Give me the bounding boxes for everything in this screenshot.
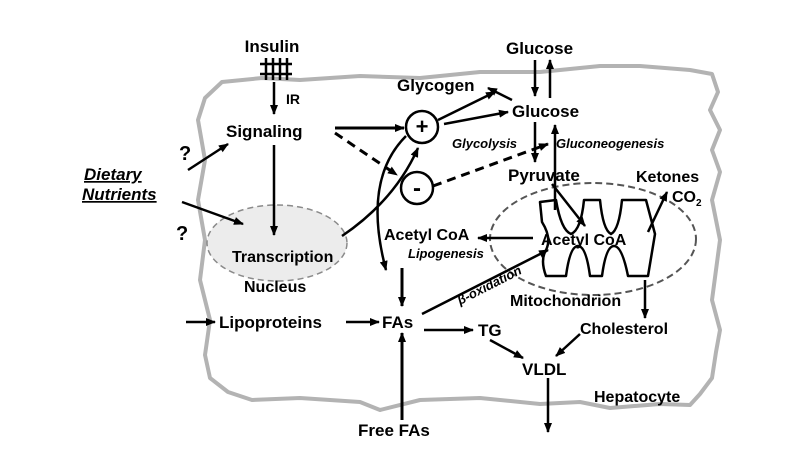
- arrow-nutrients-to-signaling: [187, 142, 229, 172]
- signaling-label: Signaling: [226, 122, 303, 141]
- minus-sign: -: [413, 175, 421, 202]
- arrow-nutrients-to-transcription: [181, 200, 244, 226]
- pyruvate-label: Pyruvate: [508, 166, 580, 185]
- glycogen-label: Glycogen: [397, 76, 474, 95]
- insulin-label: Insulin: [245, 37, 300, 56]
- plus-sign: +: [416, 114, 429, 139]
- transcription-label: Transcription: [232, 249, 333, 266]
- arrow-plus-to-glycogen: [437, 90, 496, 122]
- arrow-plus-to-glucose: [443, 109, 509, 126]
- free-fas-label: Free FAs: [358, 421, 430, 440]
- arrow-plus-to-fas: [376, 135, 407, 271]
- arrow-mito-to-ketones: [646, 191, 669, 233]
- co2-label: CO2: [672, 189, 702, 209]
- tg-label: TG: [478, 321, 502, 340]
- arrow-pyruvate-to-acetylcoa: [551, 183, 586, 227]
- insulin-receptor-icon: [260, 58, 292, 80]
- glucose-external-label: Glucose: [506, 39, 573, 58]
- dietary-label: Dietary: [84, 165, 143, 184]
- question-mark-1: ?: [179, 143, 191, 165]
- cell-membrane: [196, 64, 722, 412]
- arrow-beta-oxidation: [421, 248, 549, 316]
- plus-circle-icon: [404, 109, 440, 145]
- arrows: [181, 59, 669, 433]
- arrow-cholesterol-to-vldl: [555, 333, 581, 357]
- nucleus-shape: [206, 204, 348, 282]
- arrow-signaling-to-minus: [334, 131, 398, 177]
- vldl-label: VLDL: [522, 360, 566, 379]
- question-mark-2: ?: [176, 223, 188, 245]
- fas-label: FAs: [382, 313, 413, 332]
- lipoproteins-label: Lipoproteins: [219, 313, 322, 332]
- mitochondrion-label: Mitochondrion: [510, 293, 621, 310]
- arrow-transcription-to-plus: [341, 147, 420, 238]
- gluconeogenesis-label: Gluconeogenesis: [556, 136, 664, 151]
- ketones-label: Ketones: [636, 169, 699, 186]
- glycolysis-label: Glycolysis: [452, 136, 517, 151]
- acetyl-coa-left-label: Acetyl CoA: [384, 227, 470, 244]
- cholesterol-label: Cholesterol: [580, 321, 668, 338]
- arrow-tg-to-vldl: [489, 338, 524, 360]
- minus-circle-icon: [399, 170, 435, 206]
- arrow-glucose-to-glycogen: [487, 86, 513, 102]
- lipogenesis-label: Lipogenesis: [408, 246, 484, 261]
- hepatocyte-label: Hepatocyte: [594, 389, 680, 406]
- nutrients-label: Nutrients: [82, 185, 157, 204]
- mitochondrion-cristae: [538, 198, 657, 278]
- acetyl-coa-mito-label: Acetyl CoA: [541, 232, 627, 249]
- arrow-minus-to-gluconeogenesis: [432, 142, 549, 188]
- ir-label: IR: [286, 91, 300, 107]
- nucleus-label: Nucleus: [244, 279, 306, 296]
- glucose-internal-label: Glucose: [512, 102, 579, 121]
